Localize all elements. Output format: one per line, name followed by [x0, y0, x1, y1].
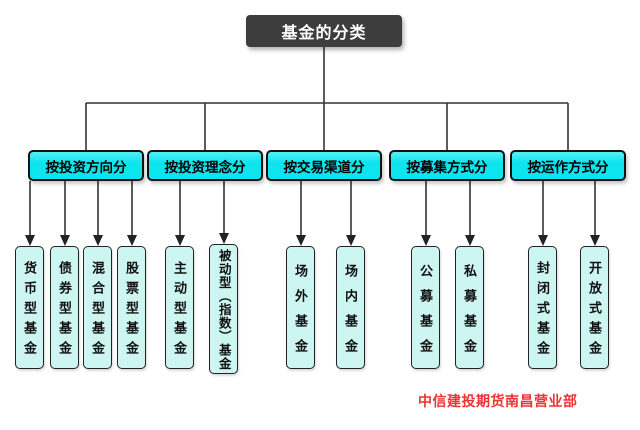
- leaf-label: 主动型基金: [172, 261, 187, 361]
- category-by-investment-direction: 按投资方向分: [28, 150, 144, 181]
- leaf-public-fund: 公募基金: [411, 246, 440, 369]
- leaf-label: 场外基金: [293, 263, 308, 364]
- diagram-title: 基金的分类: [246, 15, 402, 47]
- leaf-label: 债券型基金: [57, 261, 72, 361]
- leaf-otc-fund: 场外基金: [286, 246, 315, 369]
- leaf-label: 货币型基金: [22, 261, 37, 361]
- leaf-open-end-fund: 开放式基金: [580, 246, 609, 369]
- leaf-label: 开放式基金: [587, 261, 602, 361]
- category-by-trading-channel: 按交易渠道分: [266, 150, 382, 181]
- leaf-label: 封闭式基金: [535, 261, 550, 361]
- leaf-exchange-fund: 场内基金: [336, 246, 365, 369]
- category-by-fundraising-method: 按募集方式分: [389, 150, 505, 181]
- footer-watermark: 中信建投期货南昌营业部: [418, 393, 578, 409]
- category-by-operation-mode: 按运作方式分: [510, 150, 626, 181]
- leaf-closed-end-fund: 封闭式基金: [528, 246, 557, 369]
- leaf-bond-fund: 债券型基金: [50, 246, 79, 369]
- leaf-private-fund: 私募基金: [455, 246, 484, 369]
- leaf-money-fund: 货币型基金: [15, 246, 44, 369]
- leaf-label: 场内基金: [343, 263, 358, 364]
- leaf-stock-fund: 股票型基金: [117, 246, 146, 369]
- arrowheads: [25, 233, 600, 246]
- leaf-label: 混合型基金: [90, 261, 105, 361]
- leaf-passive-index-fund: 被动型（指数）基金: [209, 244, 238, 374]
- category-by-investment-philosophy: 按投资理念分: [147, 150, 263, 181]
- leaf-label: 公募基金: [418, 263, 433, 364]
- leaf-active-fund: 主动型基金: [165, 246, 194, 369]
- leaf-label: 股票型基金: [124, 261, 139, 361]
- leaf-label: 私募基金: [462, 263, 477, 364]
- leaf-hybrid-fund: 混合型基金: [83, 246, 112, 369]
- leaf-label: 被动型（指数）基金: [216, 248, 231, 371]
